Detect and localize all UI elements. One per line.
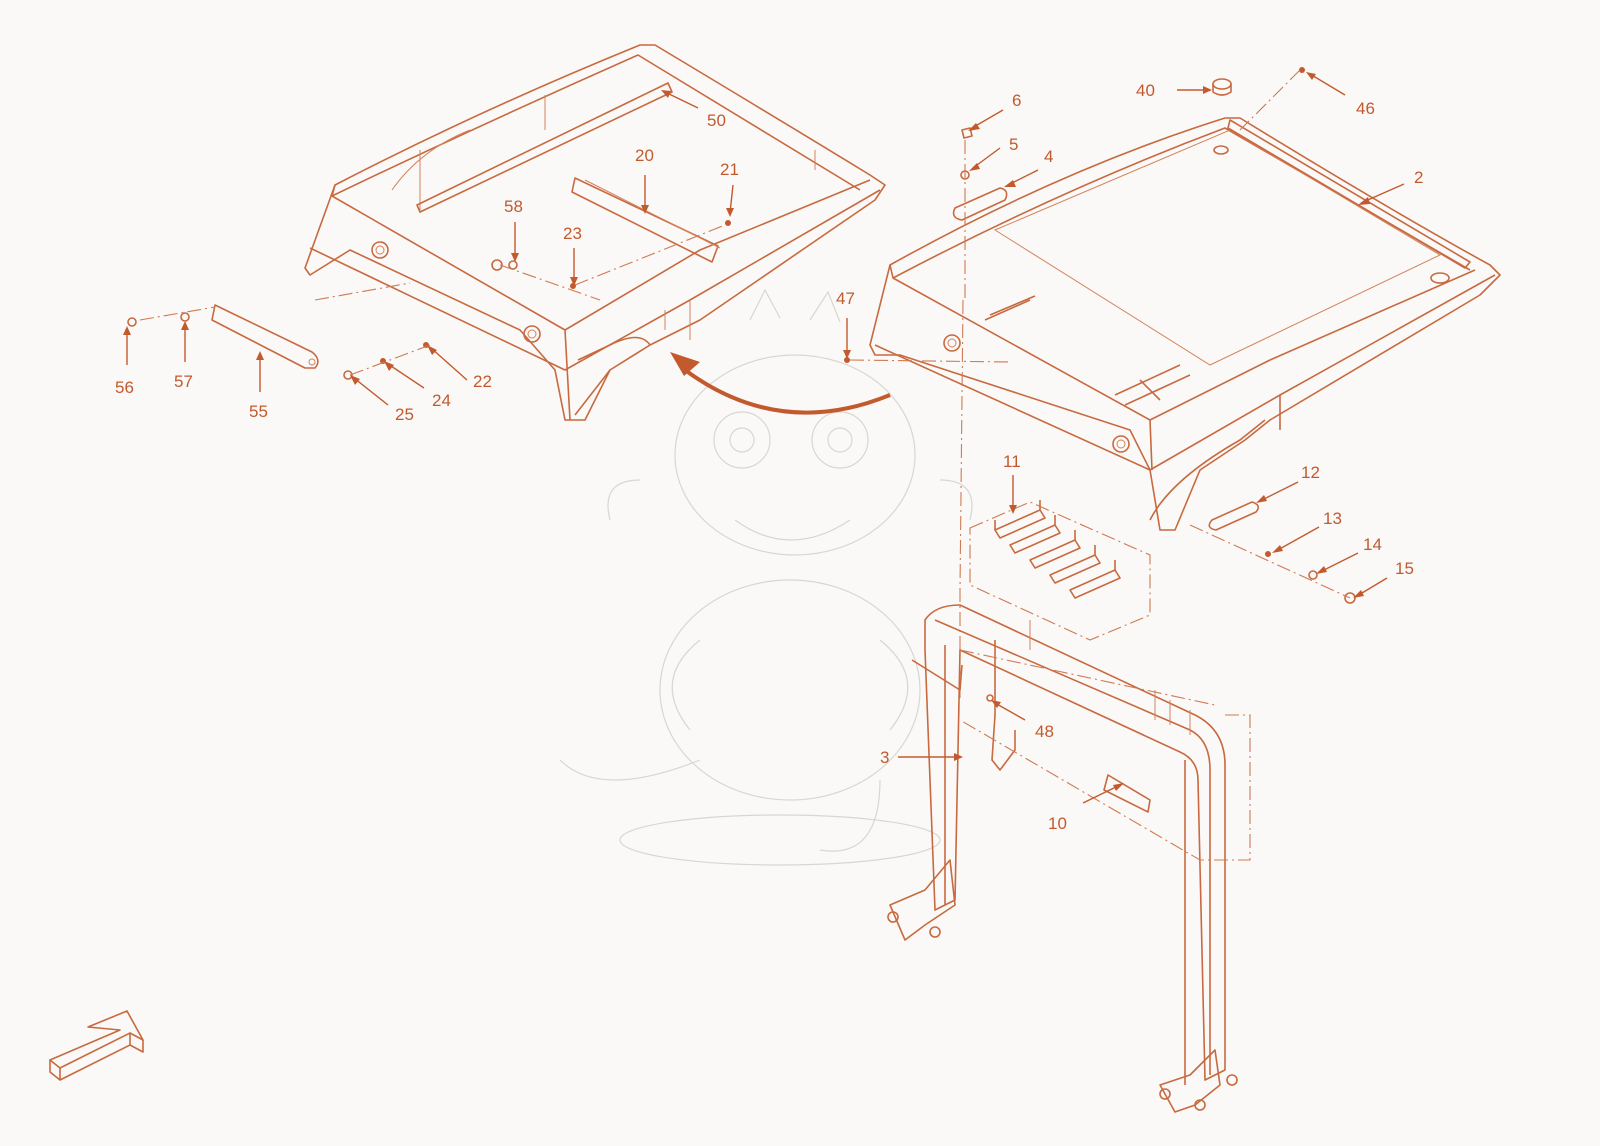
tie-bar-55: [211, 304, 319, 369]
callout-13: 13: [1323, 509, 1342, 528]
callout-25: 25: [395, 405, 414, 424]
bolt-56: [127, 317, 137, 327]
callout-14: 14: [1363, 535, 1382, 554]
fastener-47: [844, 357, 850, 363]
callout-55: 55: [249, 402, 268, 421]
plate-4: [952, 187, 1008, 221]
callout-22: 22: [473, 372, 492, 391]
fastener-46: [1299, 67, 1305, 73]
callout-48: 48: [1035, 722, 1054, 741]
left-canopy-frame: [304, 44, 886, 421]
bolt-6: [961, 127, 973, 139]
callout-2: 2: [1414, 168, 1423, 187]
seal-40: [1212, 78, 1232, 96]
callout-40: 40: [1136, 81, 1155, 100]
callout-50: 50: [707, 111, 726, 130]
callout-58: 58: [504, 197, 523, 216]
plate-12: [1208, 501, 1260, 531]
callout-3: 3: [880, 748, 889, 767]
callout-5: 5: [1009, 135, 1018, 154]
callout-10: 10: [1048, 814, 1067, 833]
right-canopy-frame: [869, 117, 1501, 531]
callout-6: 6: [1012, 91, 1021, 110]
front-direction-arrow-icon: [49, 1010, 144, 1081]
callout-47: 47: [836, 289, 855, 308]
callout-46: 46: [1356, 99, 1375, 118]
nut-58: [491, 259, 503, 271]
callout-57: 57: [174, 372, 193, 391]
u-bracket-10: [1103, 774, 1151, 813]
callout-15: 15: [1395, 559, 1414, 578]
callout-56: 56: [115, 378, 134, 397]
dragon-watermark-icon: [559, 288, 973, 866]
callout-12: 12: [1301, 463, 1320, 482]
callout-11: 11: [1003, 452, 1021, 471]
nut-14: [1308, 570, 1318, 580]
fastener-48: [986, 694, 994, 702]
roll-bar-frame: [887, 604, 1238, 1113]
washer-13: [1265, 551, 1271, 557]
callout-24: 24: [432, 391, 451, 410]
callout-leaders: [123, 72, 1405, 804]
rotate-view-arrow-icon: [670, 352, 891, 415]
pin-21: [725, 220, 731, 226]
fastener-23: [570, 283, 576, 289]
callout-23: 23: [563, 224, 582, 243]
callout-4: 4: [1044, 147, 1053, 166]
clip-bracket-group-11: [969, 500, 1151, 641]
callout-21: 21: [720, 160, 739, 179]
bolt-25: [343, 370, 353, 380]
callout-20: 20: [635, 146, 654, 165]
bolt-15: [1344, 592, 1356, 604]
washer-57: [180, 312, 190, 322]
